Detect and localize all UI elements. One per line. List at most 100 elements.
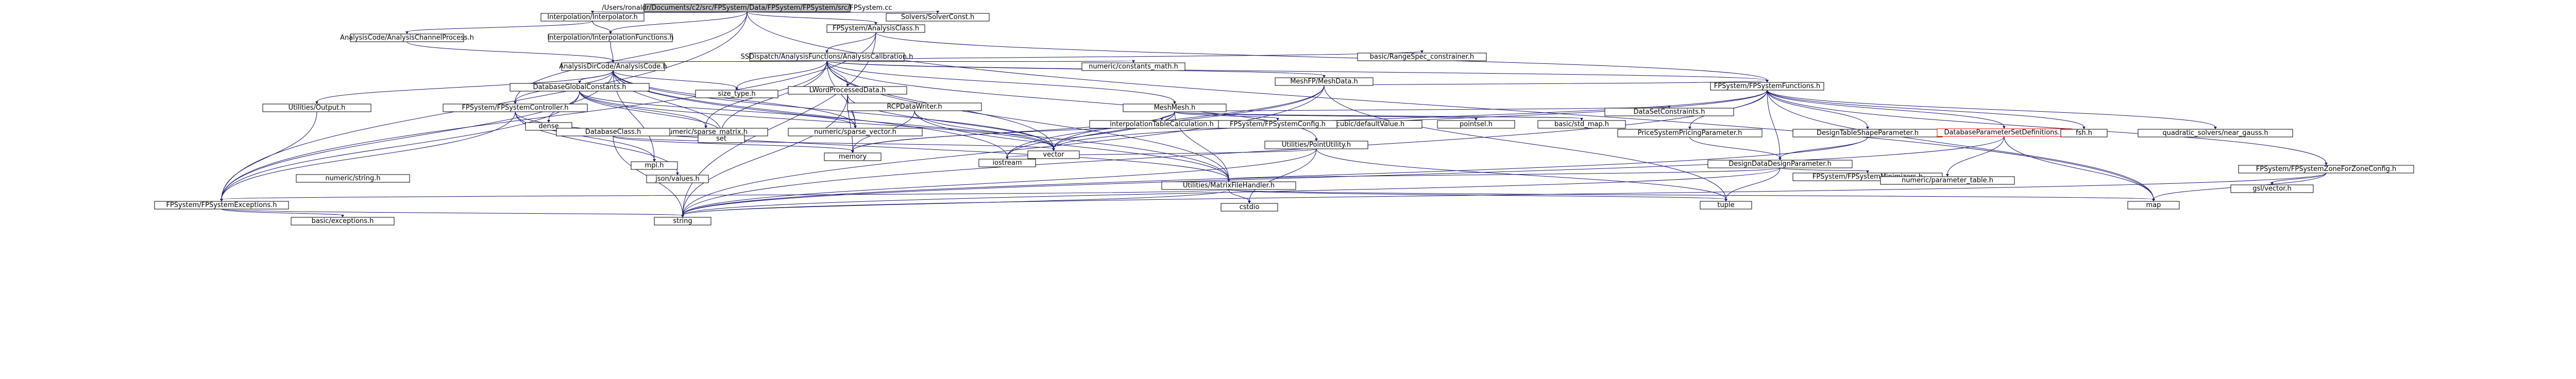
node-rcp[interactable]: RCPDataWriter.h <box>847 102 982 111</box>
edge-sfac-to-fpsystemfn <box>826 60 1768 81</box>
node-solver[interactable]: Solvers/SolverConst.h <box>886 13 990 22</box>
edge-root-to-fpsysc <box>747 11 876 23</box>
node-label: basic/std_map.h <box>1554 120 1609 128</box>
edge-lwd-to-memory <box>847 94 853 151</box>
node-nfconst[interactable]: numeric/constants_math.h <box>1081 62 1185 71</box>
node-pricefp[interactable]: PriceSystemPricingParameter.h <box>1617 129 1762 137</box>
node-interpolationdrv[interactable]: interpolationTableCalculation.h <box>1089 120 1234 129</box>
edge-arrowhead <box>735 88 738 90</box>
node-cmap[interactable]: map <box>2127 201 2180 210</box>
node-cstdio[interactable]: cstdio <box>1221 203 1278 212</box>
node-label: vector <box>1043 151 1064 159</box>
edge-fpsystemfn-to-dtp <box>1767 90 1781 159</box>
node-nif[interactable]: Interpolation/InterpolationFunctions.h <box>547 33 674 42</box>
edge-mesh-to-fpconfig <box>1174 111 1278 119</box>
node-dbf[interactable]: DatabaseParameterSetDefinitions.h <box>1937 128 2072 137</box>
node-label: map <box>2146 201 2161 209</box>
node-label: set <box>716 135 726 143</box>
node-box <box>847 102 982 111</box>
node-sfac[interactable]: SSDispatch/AnalysisFunctions/AnalysisCal… <box>741 53 913 61</box>
node-utilpt[interactable]: Utilities/PointUtility.h <box>1264 141 1368 149</box>
node-box <box>1707 160 1853 168</box>
edge-dgc-to-nfsparse <box>579 91 706 127</box>
node-nestring[interactable]: numeric/string.h <box>296 174 410 183</box>
edge-mfd-to-fpsystemfn <box>1324 80 1768 86</box>
node-gsl[interactable]: gsl/vector.h <box>2230 184 2314 193</box>
node-vector[interactable]: vector <box>1027 150 1080 159</box>
node-lwd[interactable]: LWordProcessedData.h <box>788 86 907 95</box>
node-box <box>1617 129 1762 137</box>
node-box <box>350 33 464 42</box>
edge-nif-to-acs <box>610 41 614 61</box>
edge-utilmat-to-cstdio <box>1228 189 1250 202</box>
node-basicexc[interactable]: basic/exceptions.h <box>291 217 395 226</box>
node-ncparams[interactable]: numeric/parameter_table.h <box>1880 176 2015 185</box>
edge-fpsysc-to-sfac <box>826 32 876 51</box>
edge-sfac-to-mesh <box>826 60 1175 102</box>
node-iostream[interactable]: iostream <box>978 159 1036 167</box>
node-util[interactable]: Utilities/Output.h <box>262 104 371 112</box>
edge-arrowhead <box>1323 75 1326 78</box>
edge-design-to-dtp <box>1780 136 1868 159</box>
node-label: pointsel.h <box>1460 120 1493 128</box>
node-fsh[interactable]: fsh.h <box>2060 129 2108 137</box>
node-box <box>643 4 851 12</box>
node-ini[interactable]: Interpolation/Interpolator.h <box>540 13 645 22</box>
dependency-nodes: /Users/ronaldr/Documents/c2/src/FPSystem… <box>154 4 2414 226</box>
node-string[interactable]: string <box>654 217 711 226</box>
node-label: iostream <box>992 159 1022 167</box>
node-dtp[interactable]: DesignDataDesignParameter.h <box>1707 160 1853 168</box>
node-acs[interactable]: AnalysisDirCode/AnalysisCode.h <box>559 62 667 71</box>
node-basicrange[interactable]: basic/RangeSpec_constrainer.h <box>1357 53 1487 61</box>
edge-mesh-to-interpolationdrv <box>1161 111 1175 119</box>
node-root[interactable]: /Users/ronaldr/Documents/c2/src/FPSystem… <box>602 4 892 12</box>
node-fpzone[interactable]: FPSystem/FPSystemZoneForZoneConfig.h <box>2238 165 2414 174</box>
edge-dtp-to-string <box>682 167 1781 216</box>
edge-fpcontrol-to-fpexc <box>221 111 516 200</box>
edge-arrowhead <box>1173 101 1176 104</box>
node-label: numeric/string.h <box>325 175 380 182</box>
node-cubic[interactable]: cubic/defaultValue.h <box>1318 120 1422 129</box>
node-mpi[interactable]: mpi.h <box>631 161 678 170</box>
node-basicmap[interactable]: basic/std_map.h <box>1537 120 1626 129</box>
node-aaip[interactable]: AnalysisCode/AnalysisChannelProcess.h <box>340 33 474 42</box>
node-fpconfig[interactable]: FPSystem/FPSystemConfig.h <box>1218 120 1337 129</box>
edge-lwd-to-string <box>682 94 848 216</box>
node-dgc[interactable]: DatabaseGlobalConstants.h <box>510 83 650 92</box>
node-box <box>695 90 778 98</box>
node-tuple[interactable]: tuple <box>1700 201 1752 210</box>
edge-fpcontrol-to-mpi <box>515 111 655 160</box>
node-box <box>1537 120 1626 129</box>
node-dbc[interactable]: DatabaseClass.h <box>556 128 670 136</box>
node-ddc[interactable]: DataSetConstraints.h <box>1604 108 1734 116</box>
node-mesh[interactable]: MeshMesh.h <box>1123 104 1227 112</box>
edge-arrowhead <box>405 31 409 34</box>
node-gsearch[interactable]: quadratic_solvers/near_gauss.h <box>2138 129 2293 137</box>
edge-arrowhead <box>676 173 679 175</box>
edge-acs-to-set <box>613 70 722 133</box>
edge-design-to-string <box>682 136 1868 216</box>
node-fpsystemfn[interactable]: FPSystem/FPSystemFunctions.h <box>1710 82 1824 91</box>
node-set[interactable]: set <box>698 134 745 143</box>
node-pointsel[interactable]: pointsel.h <box>1437 120 1515 129</box>
edge-acs-to-fpexc <box>221 70 614 200</box>
node-jsc[interactable]: json/values.h <box>646 175 709 183</box>
edge-arrowhead <box>1315 139 1318 141</box>
edge-arrowhead <box>2214 127 2217 129</box>
node-utilmat[interactable]: Utilities/MatrixFileHandler.h <box>1161 181 1296 190</box>
node-design[interactable]: DesignTableShapeParameter.h <box>1792 129 1943 137</box>
node-fpexc[interactable]: FPSystem/FPSystemExceptions.h <box>154 201 289 210</box>
node-fpsysc[interactable]: FPSystem/AnalysisClass.h <box>826 24 925 33</box>
node-mfd[interactable]: MeshFP/MeshData.h <box>1275 77 1374 86</box>
node-fpcontrol[interactable]: FPSystem/FPSystemController.h <box>443 104 588 112</box>
node-label: quadratic_solvers/near_gauss.h <box>2162 129 2268 137</box>
node-box <box>510 83 650 92</box>
node-box <box>646 175 709 183</box>
node-memory[interactable]: memory <box>824 152 882 161</box>
edge-fpsystemfn-to-cmap <box>1767 90 2154 200</box>
node-sizet[interactable]: size_type.h <box>695 90 778 98</box>
edge-arrowhead <box>1766 80 1769 82</box>
node-label: tuple <box>1717 201 1734 209</box>
node-sparse[interactable]: numeric/sparse_vector.h <box>788 128 923 136</box>
